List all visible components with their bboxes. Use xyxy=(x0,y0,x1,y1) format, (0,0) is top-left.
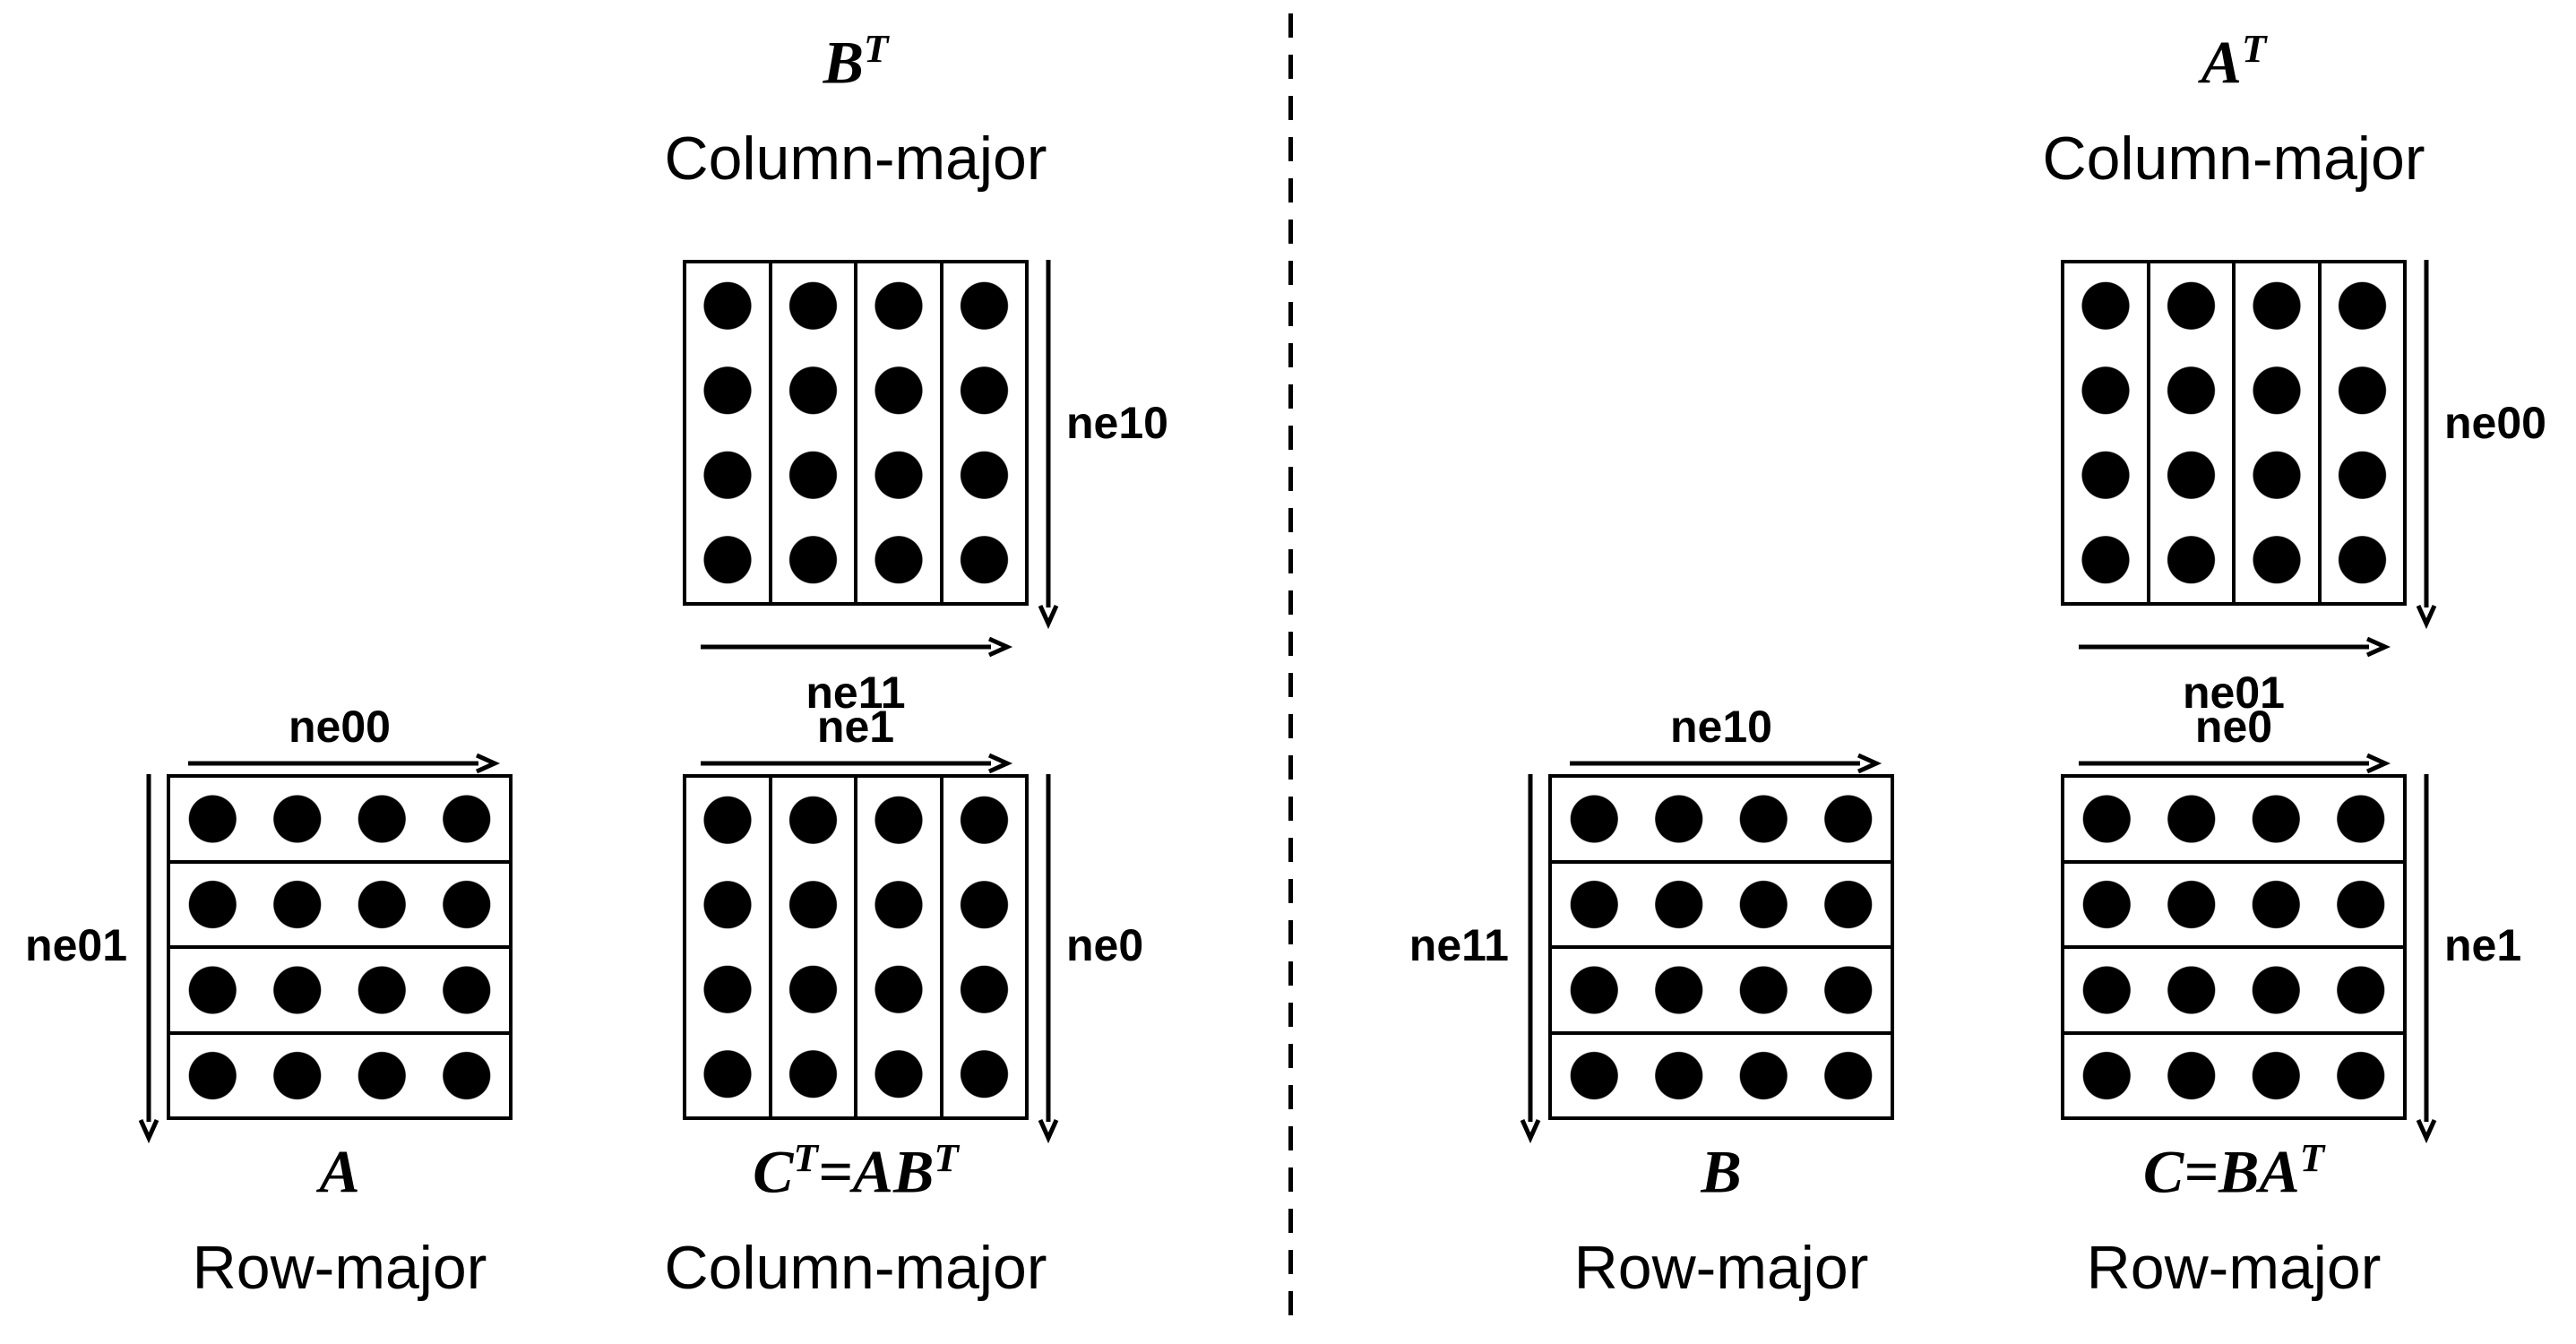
matrix-row xyxy=(2064,949,2403,1035)
arrow-down-icon xyxy=(2416,774,2437,1144)
title-superscript: T xyxy=(793,1135,818,1180)
panel-divider xyxy=(1288,13,1293,1331)
dim-label-ne00-right: ne00 xyxy=(2444,398,2546,448)
matrix-row xyxy=(2064,1034,2403,1116)
matrix-column xyxy=(2321,263,2403,602)
dim-label-ne01-right: ne01 xyxy=(2183,668,2285,718)
matrix-row xyxy=(170,949,509,1035)
arrow-down-icon xyxy=(1520,774,1541,1144)
layout-label-c: Row-major xyxy=(2086,1234,2382,1302)
matrix-column xyxy=(943,778,1025,1116)
unit-c: ne0 ne1 C=BAT Row-major xyxy=(2061,699,2576,1326)
matrix-row xyxy=(1552,949,1891,1035)
matrix-grid-c xyxy=(2061,774,2407,1120)
title-base: A xyxy=(2201,28,2242,97)
layout-label-b-transpose: Column-major xyxy=(664,125,1047,193)
unit-a-transpose: AT Column-major ne00 ne01 xyxy=(2043,26,2576,735)
arrow-down-icon xyxy=(1038,260,1059,630)
title-base: C=BA xyxy=(2142,1137,2300,1206)
arrow-right-icon xyxy=(701,753,1013,774)
title-superscript: T xyxy=(2299,1135,2325,1180)
title-base-2: =AB xyxy=(817,1137,935,1206)
matrix-title-a-transpose: AT xyxy=(1974,26,2494,97)
dim-label-ne1: ne1 xyxy=(816,702,895,752)
arrow-down-icon xyxy=(1038,774,1059,1144)
dim-label-ne00: ne00 xyxy=(289,702,391,752)
matrix-title-c-transpose: CT=ABT xyxy=(596,1135,1116,1206)
arrow-right-icon xyxy=(1570,753,1882,774)
matrix-row xyxy=(2064,863,2403,949)
title-base: A xyxy=(319,1137,360,1206)
matrix-row xyxy=(2064,778,2403,864)
matrix-row xyxy=(170,1034,509,1116)
dim-label-ne11: ne11 xyxy=(806,668,906,718)
matrix-row xyxy=(170,863,509,949)
matrix-row xyxy=(1552,778,1891,864)
matrix-column xyxy=(771,778,857,1116)
arrow-right-icon xyxy=(2079,636,2391,658)
matrix-grid-c-transpose xyxy=(683,774,1029,1120)
title-superscript: T xyxy=(2241,26,2267,71)
layout-label-a: Row-major xyxy=(192,1234,487,1302)
layout-label-a-transpose: Column-major xyxy=(2042,125,2425,193)
arrow-right-icon xyxy=(2079,753,2391,774)
unit-b: ne10 ne11 B Row-major xyxy=(1382,699,1901,1326)
matrix-grid-b-transpose xyxy=(683,260,1029,606)
unit-b-transpose: BT Column-major ne10 ne11 xyxy=(665,26,1202,735)
matrix-title-b-transpose: BT xyxy=(596,26,1116,97)
matrix-title-c: C=BAT xyxy=(1974,1135,2494,1206)
dim-label-ne11-right: ne11 xyxy=(1409,920,1509,970)
matrix-column xyxy=(2236,263,2322,602)
dim-label-ne10: ne10 xyxy=(1066,398,1168,448)
matrix-title-b: B xyxy=(1461,1136,1981,1205)
matrix-title-a: A xyxy=(80,1136,599,1205)
matrix-column xyxy=(771,263,857,602)
layout-label-c-transpose: Column-major xyxy=(664,1234,1047,1302)
matrix-column xyxy=(686,778,772,1116)
dim-label-ne0: ne0 xyxy=(1066,920,1144,970)
unit-c-transpose: ne1 ne0 CT=ABT Column-major xyxy=(665,699,1202,1326)
matrix-column xyxy=(857,778,943,1116)
matrix-column xyxy=(857,263,943,602)
matrix-row xyxy=(1552,863,1891,949)
dim-label-ne10-right: ne10 xyxy=(1670,702,1772,752)
title-base: B xyxy=(823,28,864,97)
title-base: B xyxy=(1701,1137,1742,1206)
arrow-down-icon xyxy=(2416,260,2437,630)
title-superscript-2: T xyxy=(934,1135,959,1180)
arrow-right-icon xyxy=(701,636,1013,658)
matrix-column xyxy=(2064,263,2150,602)
matrix-grid-a-transpose xyxy=(2061,260,2407,606)
title-superscript: T xyxy=(863,26,889,71)
layout-label-b: Row-major xyxy=(1573,1234,1869,1302)
title-base: C xyxy=(753,1137,794,1206)
matrix-grid-b xyxy=(1548,774,1894,1120)
matrix-column xyxy=(2150,263,2236,602)
matrix-grid-a xyxy=(167,774,513,1120)
arrow-right-icon xyxy=(188,753,501,774)
dim-label-ne1-right: ne1 xyxy=(2444,920,2522,970)
matrix-column xyxy=(686,263,772,602)
dim-label-ne01: ne01 xyxy=(25,920,127,970)
dim-label-ne0-right: ne0 xyxy=(2194,702,2273,752)
unit-a: ne00 ne01 A Row-major xyxy=(0,699,520,1326)
arrow-down-icon xyxy=(138,774,159,1144)
matrix-row xyxy=(1552,1034,1891,1116)
matrix-row xyxy=(170,778,509,864)
matrix-column xyxy=(943,263,1025,602)
